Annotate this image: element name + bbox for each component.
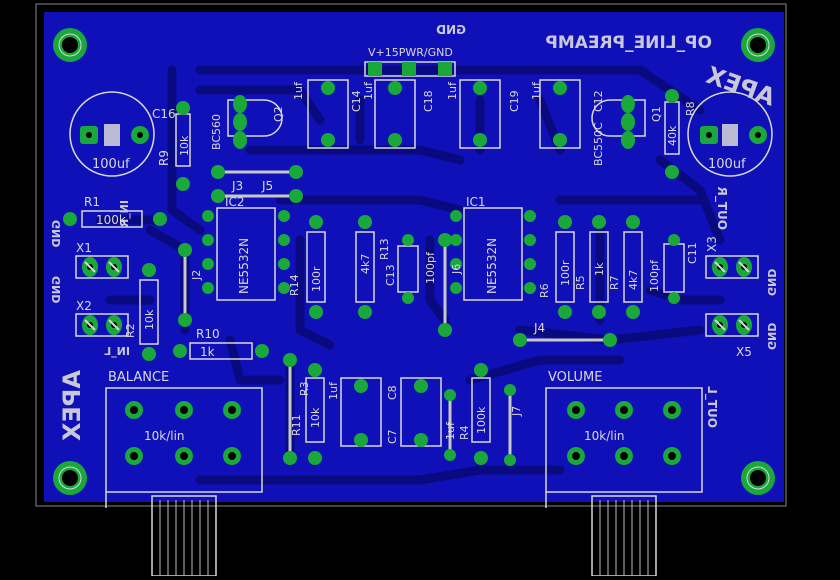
gnd-right-1: GND <box>765 269 778 296</box>
r5-value: 1k <box>593 262 606 276</box>
q1-part: BC550C <box>592 122 605 166</box>
r1-label: R1 <box>84 195 100 209</box>
gnd-top-mirrored: GND <box>436 23 466 37</box>
component-pads <box>63 62 767 466</box>
power-header-label: V+15PWR/GND <box>368 46 453 59</box>
r8-label: R8 <box>684 101 697 116</box>
r4-value: 100k <box>475 406 488 434</box>
r9-value: 10k <box>178 135 191 156</box>
r2-label: R2 <box>124 323 137 338</box>
r13-label: R13 <box>378 238 391 260</box>
out-l-label: OUT_L <box>704 386 719 428</box>
c11-value: 100pf <box>648 259 661 292</box>
c8-label: C8 <box>386 385 399 400</box>
c18-label: C18 <box>422 90 435 112</box>
gnd-left-2: GND <box>50 276 63 303</box>
c19-label: C19 <box>508 90 521 112</box>
ic2-part: NE5532N <box>237 238 251 294</box>
pot-volume-value: 10k/lin <box>584 429 625 443</box>
c14-label: C14 <box>350 90 363 112</box>
c14-value-2: 1uf <box>362 81 375 100</box>
x2-label: X2 <box>76 299 92 313</box>
gnd-left-1: GND <box>50 220 63 247</box>
r1-value: 100k <box>96 213 126 227</box>
ic1-part: NE5532N <box>485 238 499 294</box>
q2-label: Q2 <box>272 106 285 122</box>
j2-label: J2 <box>190 270 203 281</box>
c14-value: 1uf <box>292 81 305 100</box>
r6-value: 100r <box>559 260 572 286</box>
c12-label: C12 <box>592 90 605 112</box>
q2-part: BC560 <box>210 114 223 150</box>
r2-value: 10k <box>143 309 156 330</box>
r3-value: 10k <box>309 407 322 428</box>
r10-value: 1k <box>200 345 215 359</box>
mounting-holes <box>53 28 775 495</box>
r7-value: 4k7 <box>627 270 640 290</box>
connector-screw-slots <box>84 261 750 331</box>
balance-label: BALANCE <box>108 370 169 385</box>
j6-label: J6 <box>450 264 463 275</box>
c13-label: C13 <box>384 264 397 286</box>
r13-value: 4k7 <box>359 254 372 274</box>
pot-shaft-ribs <box>159 500 649 576</box>
q1-label: Q1 <box>650 106 663 122</box>
j7-label: J7 <box>510 406 523 417</box>
r11-label: R11 <box>290 414 303 436</box>
c7-value: 1uf <box>444 421 457 440</box>
pot-balance-value: 10k/lin <box>144 429 185 443</box>
jumper-wires <box>183 170 610 460</box>
gnd-right-2: GND <box>765 323 778 350</box>
brand-bottom-mirrored: APEX <box>58 370 86 442</box>
r8-value: 40k <box>666 125 679 146</box>
j3-label: J3 <box>231 179 243 193</box>
c11-label: C11 <box>686 242 699 264</box>
copper-traces <box>95 65 725 485</box>
c13-value: 100pf <box>424 251 437 284</box>
r14-label: R14 <box>288 274 301 296</box>
ic1-label: IC1 <box>466 195 486 209</box>
x1-label: X1 <box>76 241 92 255</box>
c7-label: C7 <box>386 429 399 444</box>
in-r-label: IN_R <box>118 200 131 228</box>
r9-label: R9 <box>157 150 171 166</box>
r14-value: 100r <box>310 266 323 292</box>
x3-label: X3 <box>705 236 719 252</box>
c8-value: 1uf <box>327 381 340 400</box>
copper-pour <box>44 12 784 502</box>
j5-label: J5 <box>261 179 273 193</box>
r3-label: R3 <box>298 381 311 396</box>
r5-label: R5 <box>574 275 587 290</box>
c18-value: 1uf <box>446 81 459 100</box>
board-outline <box>35 3 787 507</box>
c16-label: C16 <box>152 107 176 121</box>
board-title-mirrored: OP_LINE_PREAMP <box>545 33 712 53</box>
volume-label: VOLUME <box>548 370 602 385</box>
c16-cap-value: 100uf <box>92 157 130 172</box>
r4-label: R4 <box>458 425 471 440</box>
j4-label: J4 <box>533 321 545 335</box>
ic2-label: IC2 <box>225 195 245 209</box>
in-l-label: IN_L <box>104 345 130 358</box>
out-r-label: OUT_R <box>714 187 729 230</box>
r6-label: R6 <box>538 283 551 298</box>
x5-label: X5 <box>736 345 752 359</box>
electrolytic-caps <box>69 91 773 177</box>
r10-label: R10 <box>196 327 220 341</box>
c19-value: 1uf <box>530 81 543 100</box>
r7-label: R7 <box>608 275 621 290</box>
c-right-cap-value: 100uf <box>708 157 746 172</box>
